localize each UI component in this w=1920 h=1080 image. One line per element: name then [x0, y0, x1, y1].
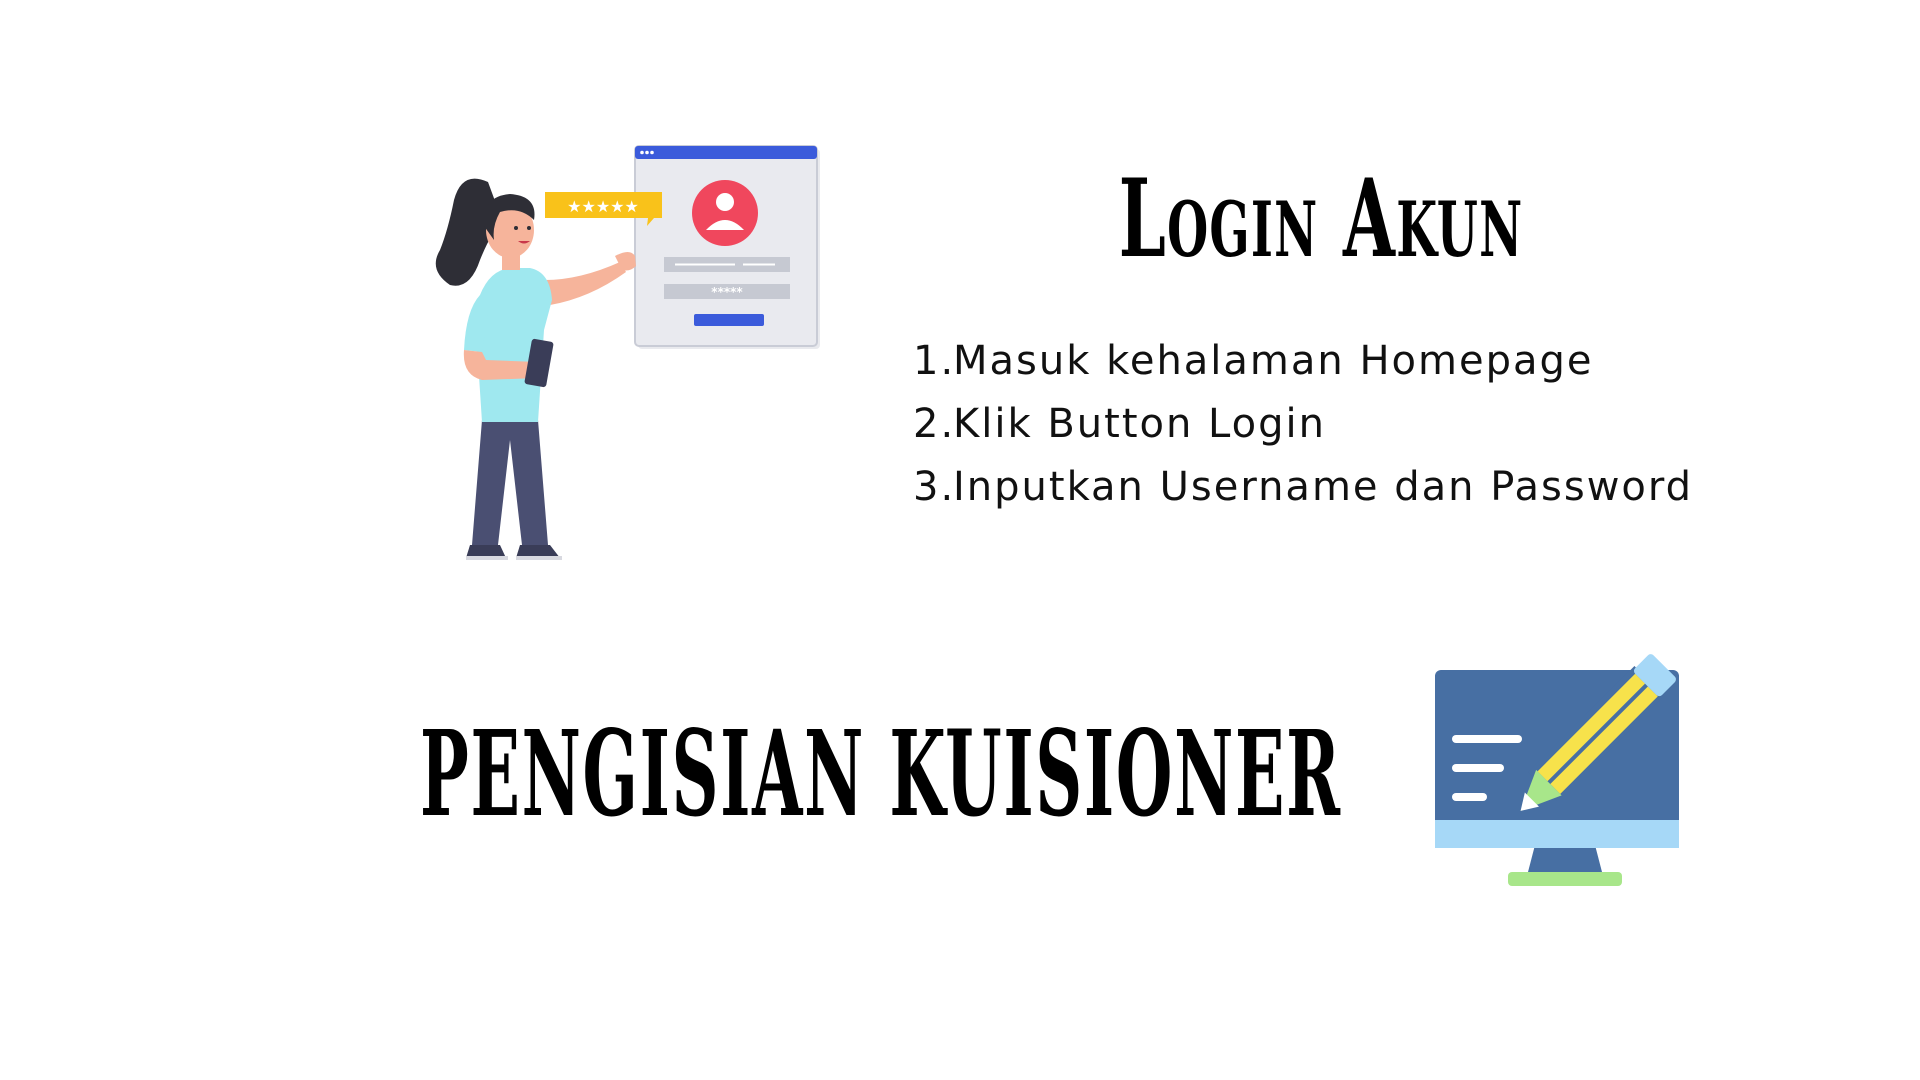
step-text: Inputkan Username dan Password [953, 464, 1694, 510]
svg-text:★★★★★: ★★★★★ [567, 197, 639, 216]
step-number: 2. [913, 401, 956, 447]
step-text: Klik Button Login [953, 401, 1326, 447]
step-number: 1. [913, 338, 956, 384]
list-item: 2.Klik Button Login [913, 393, 1693, 456]
step-text: Masuk kehalaman Homepage [953, 338, 1594, 384]
password-mask: ***** [711, 285, 743, 299]
woman-login-illustration-icon: ***** ★★★★★ [435, 145, 820, 560]
list-item: 1.Masuk kehalaman Homepage [913, 330, 1693, 393]
monitor-pencil-icon [1435, 654, 1679, 886]
kuisioner-title: PENGISIAN KUISIONER [420, 704, 1342, 843]
list-item: 3.Inputkan Username dan Password [913, 456, 1693, 519]
woman-icon [435, 178, 636, 560]
login-window-icon: ***** [634, 145, 820, 349]
star-rating-icon: ★★★★★ [545, 192, 662, 226]
step-number: 3. [913, 464, 956, 510]
login-steps-list: 1.Masuk kehalaman Homepage 2.Klik Button… [913, 330, 1693, 519]
login-title: Login Akun [1118, 156, 1524, 282]
